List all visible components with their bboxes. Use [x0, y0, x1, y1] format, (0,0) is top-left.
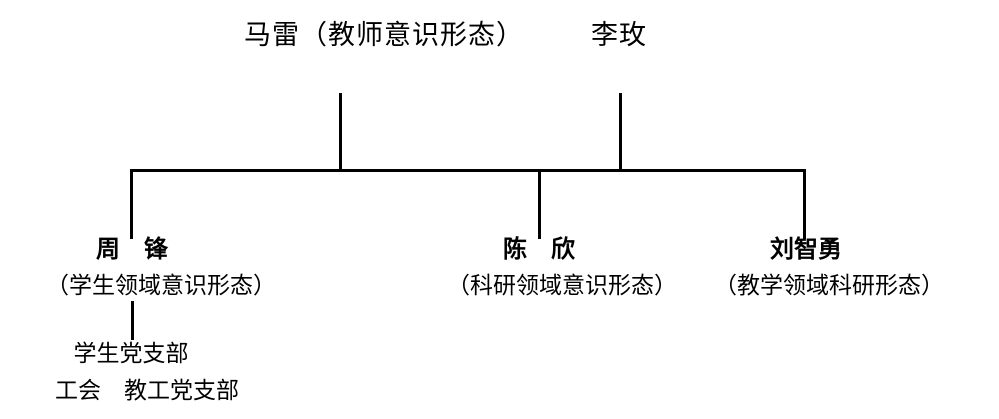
- sub-unit-1-label: 学生党支部: [73, 341, 189, 366]
- branch-node-3-name: 刘智勇: [770, 237, 842, 263]
- sub-unit-2-label: 工会 教工党支部: [55, 378, 239, 403]
- branch-node-1-domain: （学生领域意识形态）: [46, 273, 276, 298]
- connector-sub-branch-stem: [131, 301, 134, 340]
- connector-horizontal-bus: [130, 169, 806, 172]
- top-leader-primary: 马雷（教师意识形态）: [244, 20, 524, 50]
- branch-node-3-domain: （教学领域科研形态）: [714, 273, 944, 298]
- connector-drop-right: [803, 169, 806, 239]
- connector-drop-middle: [538, 169, 541, 239]
- top-leader-secondary: 李玫: [591, 20, 647, 50]
- branch-node-2-domain: （科研领域意识形态）: [447, 273, 677, 298]
- connector-drop-left: [130, 169, 133, 239]
- connector-stem-right: [619, 93, 622, 172]
- connector-stem-left: [339, 93, 342, 172]
- branch-node-1-name: 周 锋: [96, 237, 168, 263]
- branch-node-2-name: 陈 欣: [503, 237, 575, 263]
